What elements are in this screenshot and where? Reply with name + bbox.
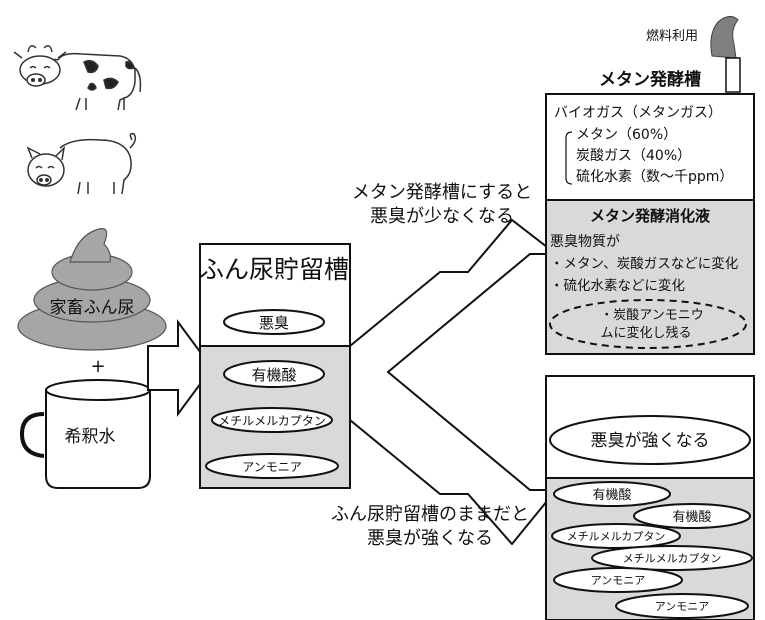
- ammonium-line1: ・炭酸アンモニウ: [600, 308, 703, 323]
- tank-item-methyl-mercaptan: メチルメルカプタン: [218, 414, 326, 428]
- methane-fermenter: [545, 93, 755, 355]
- biogas-item-h2s: 硫化水素（数～千ppm）: [576, 169, 733, 185]
- tank-title: ふん尿貯留槽: [199, 255, 349, 284]
- upper-caption-line2: 悪臭が少なくなる: [370, 206, 514, 227]
- tank-item-organic-acid: 有機酸: [251, 366, 296, 384]
- fermenter-title: メタン発酵槽: [599, 69, 701, 90]
- result-item-ammonia-1: アンモニア: [591, 574, 646, 587]
- lower-caption-line2: 悪臭が強くなる: [367, 528, 493, 549]
- biogas-label: バイオガス（メタンガス）: [554, 105, 722, 121]
- tank-item-ammonia: アンモニア: [242, 460, 302, 474]
- result-item-ammonia-2: アンモニア: [655, 600, 710, 613]
- pig-icon: [26, 132, 137, 195]
- odor-substances-label: 悪臭物質が: [550, 234, 620, 250]
- chimney: [725, 57, 741, 93]
- strong-odor-label: 悪臭が強くなる: [591, 431, 710, 451]
- manure-label: 家畜ふん尿: [50, 298, 135, 318]
- result-item-organic-acid-2: 有機酸: [672, 510, 711, 525]
- upper-caption-line1: メタン発酵槽にすると: [352, 182, 532, 203]
- biogas-item-co2: 炭酸ガス（40%）: [576, 148, 691, 164]
- digestate-title: メタン発酵消化液: [590, 207, 711, 225]
- storage-tank-result: [545, 375, 755, 620]
- digestate-item-1: ・メタン、炭酸ガスなどに変化: [550, 255, 738, 272]
- storage-tank: [199, 243, 351, 489]
- input-arrow: [147, 318, 214, 418]
- digestate-item-2: ・硫化水素などに変化: [550, 277, 685, 294]
- split-arrow: [349, 218, 559, 546]
- manure-icon: [17, 228, 167, 351]
- smoke-icon: [710, 16, 739, 59]
- plus-sign: +: [90, 356, 105, 377]
- result-item-methyl-mercaptan-1: メチルメルカプタン: [567, 530, 666, 543]
- lower-caption-line1: ふん尿貯留槽のままだと: [331, 504, 529, 525]
- cow-icon: [13, 45, 142, 111]
- biogas-item-methane: メタン（60%）: [576, 127, 677, 143]
- tank-odor-label: 悪臭: [259, 314, 289, 332]
- ammonium-line2: ムに変化し残る: [600, 325, 691, 341]
- mug-icon: [19, 379, 151, 489]
- result-item-organic-acid-1: 有機酸: [592, 488, 631, 503]
- result-item-methyl-mercaptan-2: メチルメルカプタン: [623, 552, 722, 565]
- dilution-water-label: 希釈水: [65, 427, 116, 447]
- fuel-use-label: 燃料利用: [646, 28, 698, 44]
